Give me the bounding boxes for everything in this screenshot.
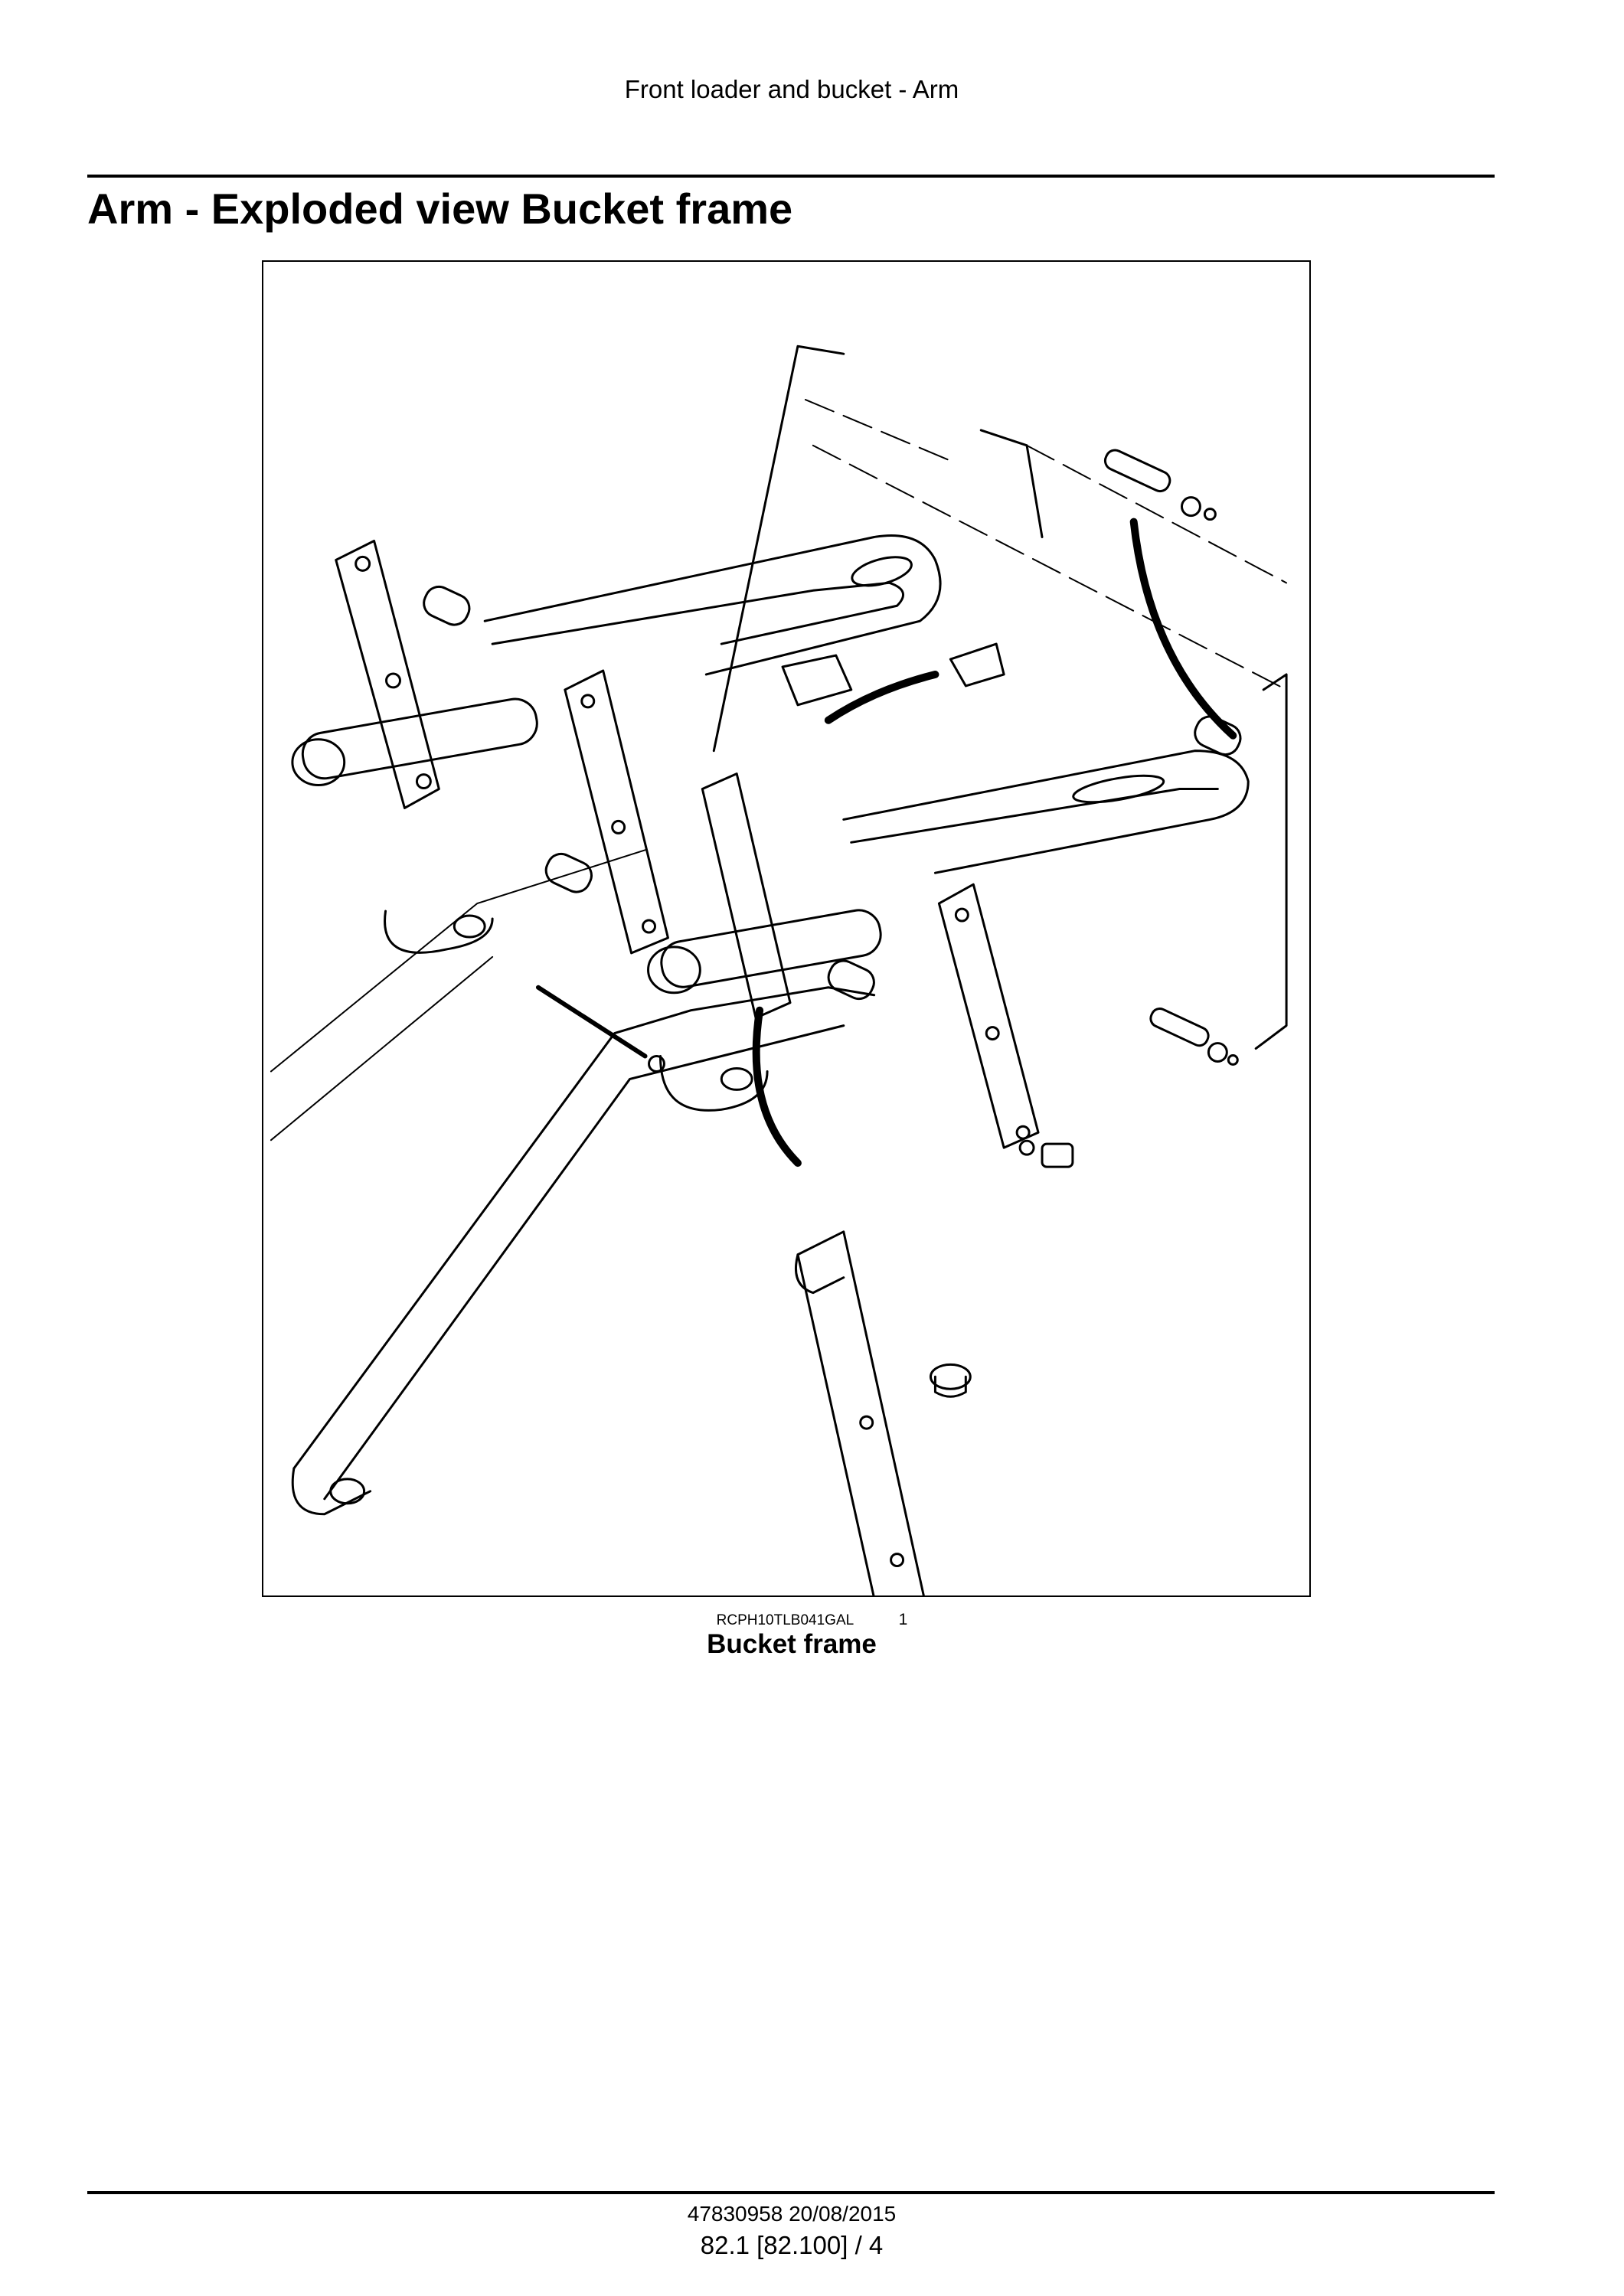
header-rule [87, 175, 1495, 178]
footer-doc-info: 47830958 20/08/2015 [687, 2202, 897, 2226]
bucket-frame-line-drawing [270, 345, 1288, 1595]
figure-reference: RCPH10TLB041GAL 1 [0, 1611, 1624, 1629]
exploded-view-figure [262, 260, 1311, 1597]
figure-number: 1 [898, 1611, 908, 1628]
footer-page-number: 82.1 [82.100] / 4 [700, 2231, 884, 2259]
figure-image-id: RCPH10TLB041GAL [716, 1612, 854, 1628]
running-header: Front loader and bucket - Arm [624, 75, 959, 103]
footer-rule [87, 2191, 1495, 2194]
figure-caption: Bucket frame [707, 1629, 877, 1659]
section-title: Arm - Exploded view Bucket frame [87, 185, 793, 233]
